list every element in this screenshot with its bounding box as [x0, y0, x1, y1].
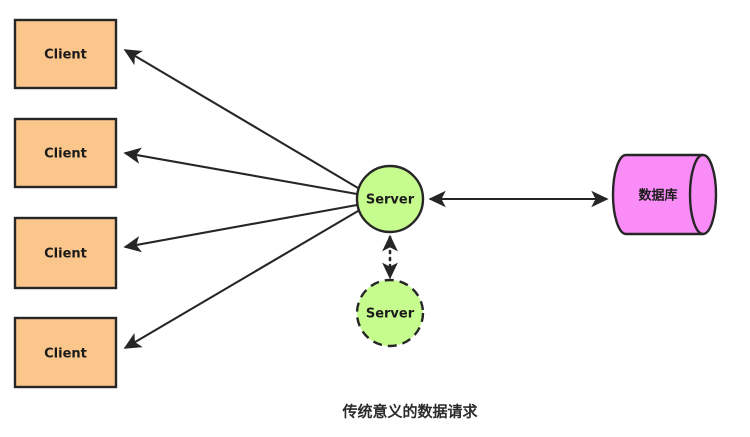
client-node-3[interactable]: Client: [13, 216, 118, 290]
server-backup-circle[interactable]: [355, 278, 425, 348]
client-box-2[interactable]: [13, 117, 118, 189]
database-cylinder-cap: [688, 153, 704, 236]
edge-server-to-client-2: [123, 147, 358, 196]
server-node-primary[interactable]: Server: [355, 164, 425, 234]
client-box-1[interactable]: [13, 18, 118, 90]
edge-server-to-client-1: [123, 49, 359, 189]
server-node-backup[interactable]: Server: [355, 278, 425, 348]
client-node-4[interactable]: Client: [13, 316, 118, 389]
client-box-3[interactable]: [13, 216, 118, 290]
diagram-caption: 传统意义的数据请求: [341, 403, 478, 421]
client-box-4[interactable]: [13, 316, 118, 389]
database-cylinder-body[interactable]: [611, 153, 718, 236]
edge-server-to-client-4: [123, 210, 359, 349]
database-node[interactable]: 数据库: [611, 153, 718, 236]
edge-server-to-client-3: [123, 203, 358, 253]
client-node-2[interactable]: Client: [13, 117, 118, 189]
edge-layer: [123, 49, 609, 349]
server-primary-circle[interactable]: [355, 164, 425, 234]
client-node-1[interactable]: Client: [13, 18, 118, 90]
